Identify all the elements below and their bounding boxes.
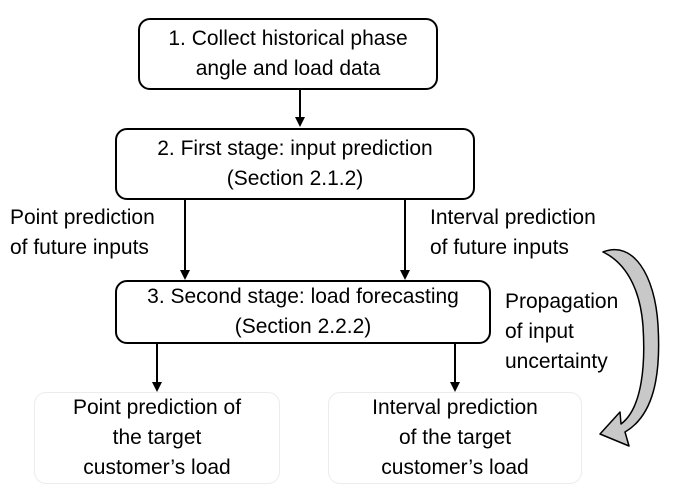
interval-prediction-output-box: Interval prediction of the target custom… <box>328 392 582 484</box>
point-output-line-3: customer’s load <box>83 456 231 479</box>
interval-output-line-3: customer’s load <box>381 456 529 479</box>
point-branch-label-line-2: of future inputs <box>10 236 149 259</box>
point-branch-label-line-1: Point prediction <box>10 206 155 229</box>
step-3-line-1: 3. Second stage: load forecasting <box>147 285 459 308</box>
step-2-line-1: 2. First stage: input prediction <box>157 137 433 160</box>
point-prediction-output-box: Point prediction of the target customer’… <box>34 392 280 484</box>
step-3-line-2: (Section 2.2.2) <box>234 315 372 338</box>
interval-branch-label-line-1: Interval prediction <box>430 206 596 229</box>
interval-output-line-2: of the target <box>398 426 512 449</box>
point-output-line-2: the target <box>112 426 202 449</box>
propagation-label-line-1: Propagation <box>505 290 619 313</box>
propagation-label: Propagation of input uncertainty <box>505 287 618 377</box>
point-output-line-1: Point prediction of <box>72 396 242 419</box>
step-1-line-2: angle and load data <box>195 57 381 80</box>
step-2-line-2: (Section 2.1.2) <box>226 167 364 190</box>
propagation-label-line-3: uncertainty <box>505 350 608 373</box>
step-3-box: 3. Second stage: load forecasting (Secti… <box>115 280 491 344</box>
propagation-curved-arrow-shape <box>599 249 660 447</box>
interval-branch-label: Interval prediction of future inputs <box>430 203 596 263</box>
interval-branch-label-line-2: of future inputs <box>430 236 569 259</box>
step-1-line-1: 1. Collect historical phase <box>168 27 408 50</box>
point-branch-label: Point prediction of future inputs <box>10 203 155 263</box>
propagation-label-line-2: of input <box>505 320 574 343</box>
step-2-box: 2. First stage: input prediction (Sectio… <box>115 128 475 200</box>
step-1-box: 1. Collect historical phase angle and lo… <box>138 18 438 90</box>
interval-output-line-1: Interval prediction <box>372 396 538 419</box>
